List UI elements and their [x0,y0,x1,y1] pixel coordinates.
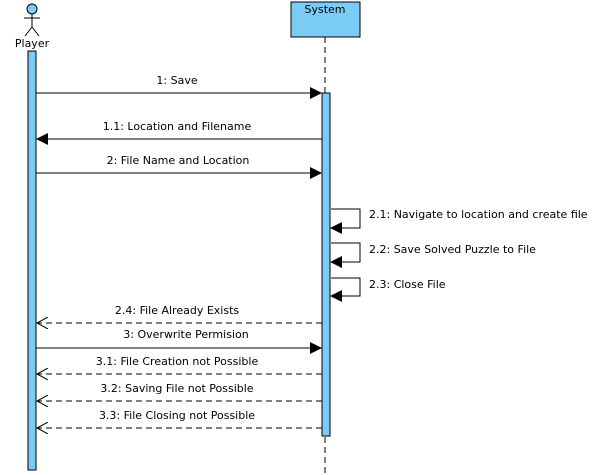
system-lifeline-head[interactable]: System [290,1,361,38]
message-2-4-file-already-exists[interactable]: 2.4: File Already Exists [37,304,322,323]
message-label: 3.2: Saving File not Possible [100,382,253,395]
actor-leg-right [31,26,40,37]
player-activation-bar [27,50,37,471]
message-2-file-name-and-location[interactable]: 2: File Name and Location [36,154,322,179]
actor-head-icon [26,3,38,15]
message-label: 3.1: File Creation not Possible [96,355,259,368]
message-2-2-save-solved-puzzle[interactable]: 2.2: Save Solved Puzzle to File [330,242,536,268]
message-label: 2.3: Close File [369,278,446,291]
message-label: 2.2: Save Solved Puzzle to File [369,243,536,256]
message-label: 1.1: Location and Filename [103,120,252,133]
message-label: 3: Overwrite Permision [123,328,248,341]
player-actor[interactable]: Player [15,3,50,50]
message-1-1-location-and-filename[interactable]: 1.1: Location and Filename [36,120,322,145]
message-3-3-file-closing-not-possible[interactable]: 3.3: File Closing not Possible [37,409,322,428]
message-2-1-navigate-and-create[interactable]: 2.1: Navigate to location and create fil… [330,208,588,234]
message-1-save[interactable]: 1: Save [36,74,322,99]
message-label: 2.4: File Already Exists [115,304,240,317]
actor-leg-left [24,26,33,37]
message-label: 2: File Name and Location [107,154,250,167]
message-2-3-close-file[interactable]: 2.3: Close File [330,277,446,302]
message-3-2-saving-file-not-possible[interactable]: 3.2: Saving File not Possible [37,382,322,401]
system-label: System [304,3,345,16]
message-label: 3.3: File Closing not Possible [99,409,255,422]
message-3-1-file-creation-not-possible[interactable]: 3.1: File Creation not Possible [37,355,322,374]
message-3-overwrite-permision[interactable]: 3: Overwrite Permision [36,328,322,354]
system-activation-bar [321,92,331,437]
actor-label: Player [15,37,50,50]
system-box [290,1,361,38]
message-label: 1: Save [156,74,197,87]
message-label: 2.1: Navigate to location and create fil… [369,208,588,221]
